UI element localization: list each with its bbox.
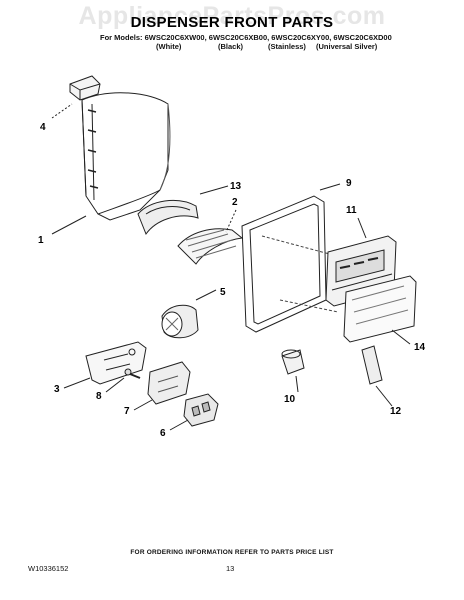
page-title: DISPENSER FRONT PARTS bbox=[130, 14, 334, 31]
part-4-chute bbox=[51, 75, 101, 119]
variant-universal-silver: (Universal Silver) bbox=[316, 42, 378, 51]
callout-10: 10 bbox=[284, 394, 296, 405]
part-10-cylinder bbox=[281, 349, 305, 393]
callout-1: 1 bbox=[38, 235, 44, 246]
part-8-screw bbox=[105, 368, 141, 393]
callout-13: 13 bbox=[230, 181, 242, 192]
callout-5: 5 bbox=[220, 287, 226, 298]
variant-stainless: (Stainless) bbox=[268, 42, 306, 51]
variant-black: (Black) bbox=[218, 42, 244, 51]
variant-white: (White) bbox=[156, 42, 182, 51]
callout-7: 7 bbox=[124, 406, 130, 417]
part-7-switch bbox=[133, 361, 191, 411]
part-3-bracket bbox=[63, 341, 147, 389]
callout-9: 9 bbox=[346, 178, 352, 189]
part-5-motor bbox=[161, 289, 217, 339]
callout-4: 4 bbox=[40, 122, 46, 133]
page-number: 13 bbox=[226, 564, 235, 573]
document-number: W10336152 bbox=[28, 564, 69, 573]
part-14-front-panel bbox=[343, 275, 417, 345]
part-2-grille bbox=[177, 209, 244, 265]
models-line: For Models: 6WSC20C6XW00, 6WSC20C6XB00, … bbox=[100, 33, 392, 42]
callout-14: 14 bbox=[414, 342, 426, 353]
part-6-button bbox=[169, 393, 219, 431]
callout-8: 8 bbox=[96, 391, 102, 402]
part-13-drip-tray bbox=[137, 185, 229, 236]
callout-3: 3 bbox=[54, 384, 60, 395]
part-1-housing bbox=[51, 92, 171, 235]
callout-12: 12 bbox=[390, 406, 402, 417]
part-12-pad bbox=[361, 345, 393, 407]
ordering-note: FOR ORDERING INFORMATION REFER TO PARTS … bbox=[130, 549, 334, 556]
callout-2: 2 bbox=[232, 197, 238, 208]
callout-6: 6 bbox=[160, 428, 166, 439]
watermark: AppliancePartsPros.com bbox=[78, 2, 386, 30]
callout-11: 11 bbox=[346, 205, 357, 216]
